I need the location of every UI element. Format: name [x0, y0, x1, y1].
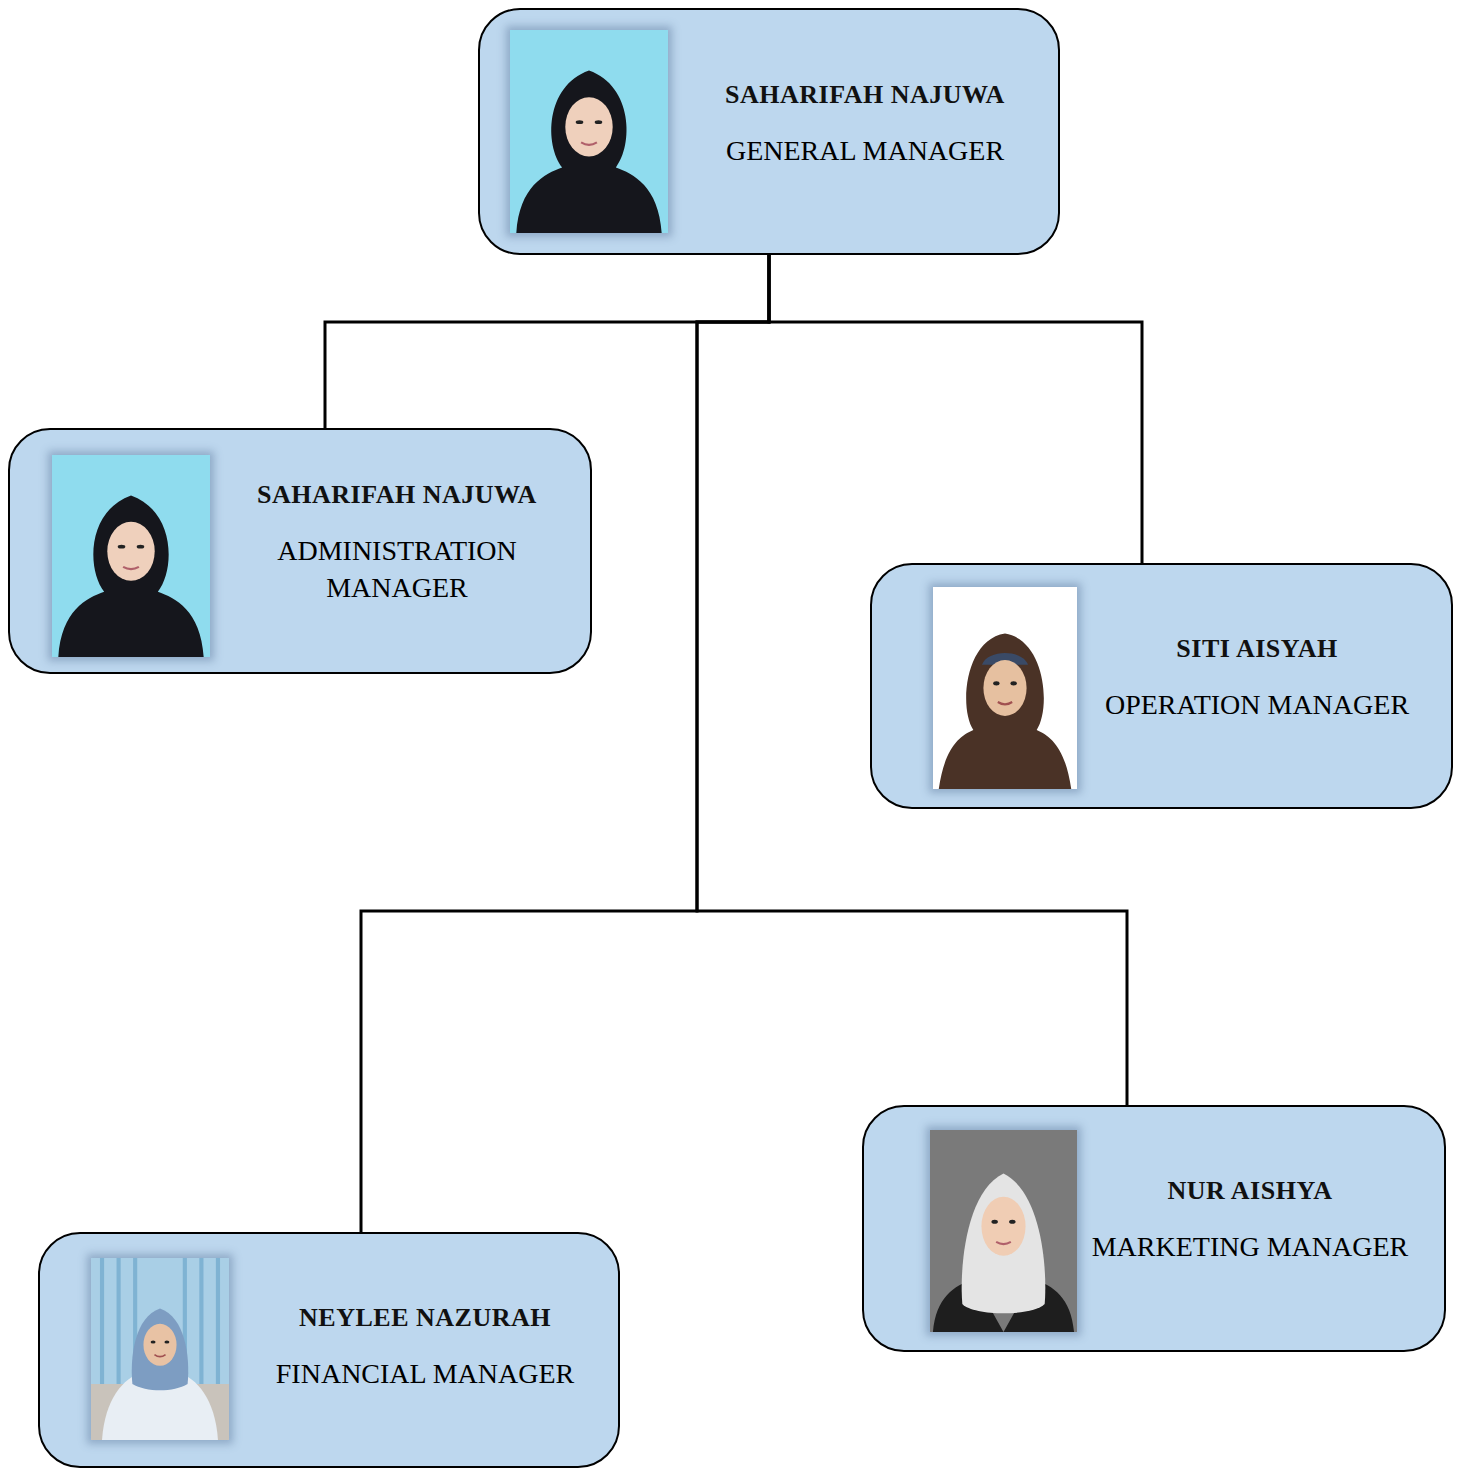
- reporting-line: [325, 255, 769, 428]
- mouth: [123, 567, 139, 569]
- job-title: MARKETING MANAGER: [1076, 1228, 1424, 1265]
- eye: [1009, 1220, 1015, 1224]
- eye: [164, 1340, 169, 1343]
- mouth: [581, 142, 597, 144]
- text-column: SAHARIFAH NAJUWA ADMINISTRATION MANAGER: [247, 480, 547, 606]
- text-column: NEYLEE NAZURAH FINANCIAL MANAGER: [250, 1303, 600, 1392]
- reporting-line: [361, 255, 769, 1232]
- portrait-photo: [91, 1258, 229, 1440]
- face: [565, 97, 612, 156]
- portrait-photo: [510, 30, 668, 233]
- eye: [1010, 681, 1016, 685]
- text-column: NUR AISHYA MARKETING MANAGER: [1076, 1176, 1424, 1265]
- portrait-photo: [52, 455, 210, 657]
- person-name: NUR AISHYA: [1076, 1176, 1424, 1206]
- eye: [151, 1340, 156, 1343]
- mouth: [998, 702, 1012, 704]
- person-name: SITI AISYAH: [1085, 634, 1429, 664]
- person-name: SAHARIFAH NAJUWA: [700, 80, 1030, 110]
- face: [983, 660, 1026, 716]
- reporting-line: [769, 255, 1142, 563]
- job-title: FINANCIAL MANAGER: [250, 1355, 600, 1392]
- org-box: SITI AISYAH OPERATION MANAGER: [870, 563, 1453, 809]
- eye: [595, 120, 603, 124]
- photo-background: [52, 455, 210, 657]
- eye: [991, 1220, 997, 1224]
- job-title: OPERATION MANAGER: [1085, 686, 1429, 723]
- org-box: SAHARIFAH NAJUWA ADMINISTRATION MANAGER: [8, 428, 592, 674]
- hijab: [132, 1308, 188, 1390]
- photo-background: [930, 1130, 1077, 1332]
- person-name: NEYLEE NAZURAH: [250, 1303, 600, 1333]
- photo-background: [933, 587, 1077, 789]
- eye: [993, 681, 999, 685]
- job-title: GENERAL MANAGER: [700, 132, 1030, 169]
- hijab: [939, 634, 1071, 789]
- job-title: ADMINISTRATION MANAGER: [247, 532, 547, 606]
- hijab: [962, 1174, 1046, 1314]
- hijab: [516, 71, 661, 233]
- hijab: [58, 495, 203, 657]
- org-box: SAHARIFAH NAJUWA GENERAL MANAGER: [478, 8, 1060, 255]
- eye: [118, 545, 126, 549]
- portrait-photo: [930, 1130, 1077, 1332]
- org-box: NUR AISHYA MARKETING MANAGER: [862, 1105, 1446, 1352]
- mouth: [996, 1242, 1011, 1244]
- face: [981, 1197, 1025, 1256]
- portrait-photo: [933, 587, 1077, 789]
- org-box: NEYLEE NAZURAH FINANCIAL MANAGER: [38, 1232, 620, 1468]
- photo-background: [91, 1258, 229, 1440]
- face: [107, 522, 154, 581]
- person-name: SAHARIFAH NAJUWA: [247, 480, 547, 510]
- eye: [137, 545, 145, 549]
- mouth: [154, 1355, 165, 1357]
- text-column: SITI AISYAH OPERATION MANAGER: [1085, 634, 1429, 723]
- eye: [576, 120, 584, 124]
- text-column: SAHARIFAH NAJUWA GENERAL MANAGER: [700, 80, 1030, 169]
- face: [143, 1324, 176, 1366]
- photo-background: [510, 30, 668, 233]
